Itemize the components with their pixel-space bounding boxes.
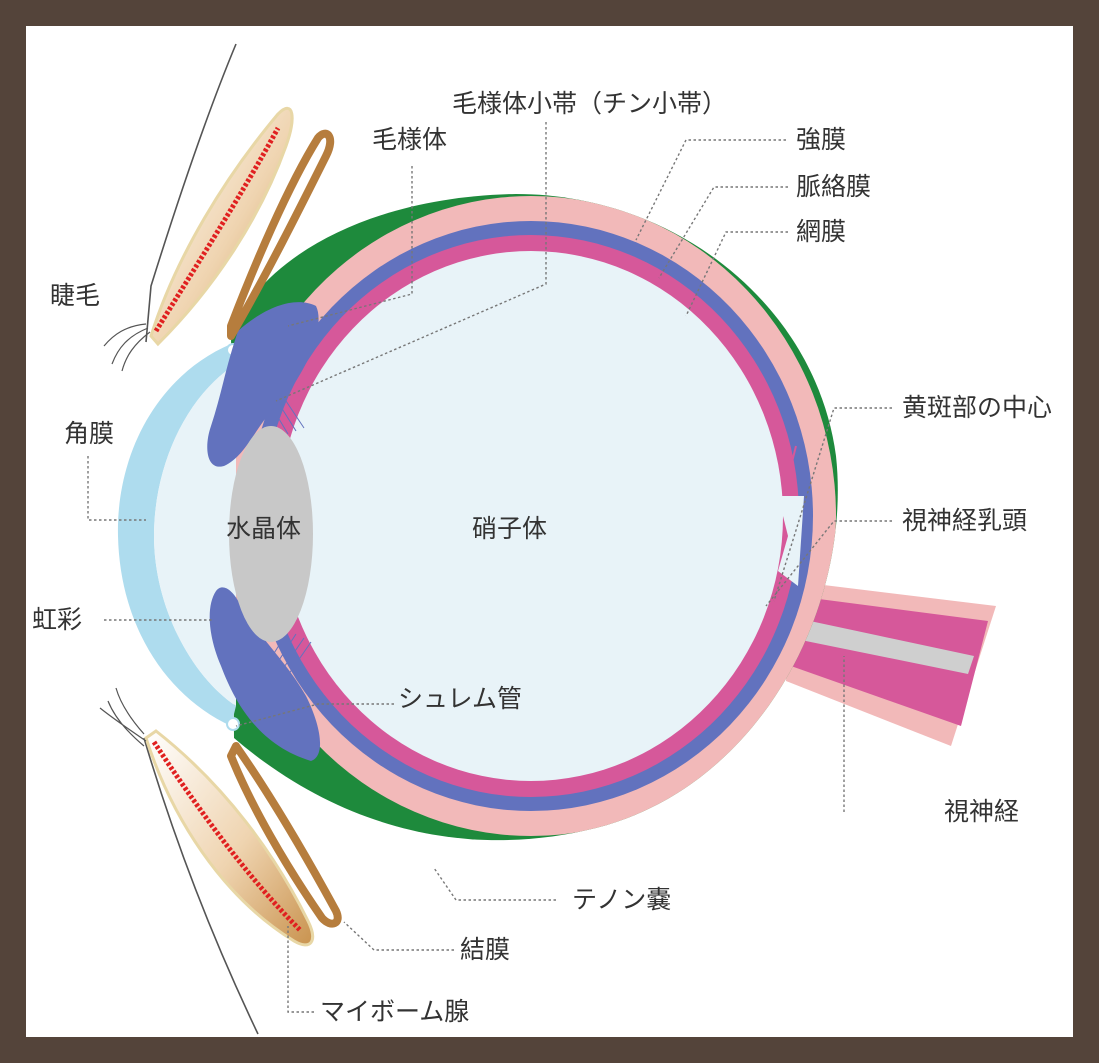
optic-nerve-shape <box>786 581 996 746</box>
label-cornea: 角膜 <box>64 419 115 448</box>
label-retina: 網膜 <box>796 217 847 246</box>
diagram-frame: 毛様体小帯（チン小帯） 毛様体 強膜 脈絡膜 網膜 睫毛 黄斑部の中心 角膜 水… <box>26 26 1073 1037</box>
schlemm-canal-dot-lower <box>226 717 240 731</box>
label-lens: 水晶体 <box>226 514 302 543</box>
ciliary-body-upper <box>207 302 319 467</box>
upper-meibomian-gland <box>153 126 281 333</box>
label-sclera: 強膜 <box>796 125 847 154</box>
lower-eyelid <box>99 687 342 947</box>
lens-shape <box>229 426 313 642</box>
zonule-fibers <box>257 388 312 682</box>
label-optic-disc: 視神経乳頭 <box>902 506 1028 535</box>
upper-eyelid <box>103 106 335 372</box>
label-macula-center: 黄斑部の中心 <box>902 393 1053 422</box>
lower-eyelid-outline <box>143 737 259 1035</box>
label-optic-nerve: 視神経 <box>944 797 1020 826</box>
eye-cross-section-diagram <box>87 43 996 1035</box>
label-ciliary-body: 毛様体 <box>372 125 448 154</box>
label-eyelash: 睫毛 <box>50 281 101 310</box>
upper-eyelid-outline <box>145 43 237 343</box>
label-meibomian-gland: マイボーム腺 <box>320 997 470 1026</box>
label-conjunctiva: 結膜 <box>460 935 511 964</box>
label-tenon-capsule: テノン嚢 <box>572 885 672 914</box>
label-vitreous: 硝子体 <box>472 514 548 543</box>
cornea-shape <box>117 344 236 726</box>
macula-notch <box>785 445 797 487</box>
label-schlemm-canal: シュレム管 <box>398 684 523 713</box>
optic-disc-notch <box>778 496 804 586</box>
label-iris: 虹彩 <box>32 605 83 634</box>
lower-meibomian-gland <box>151 740 303 933</box>
ciliary-body-lower <box>209 587 321 761</box>
leader-lines <box>87 122 892 1013</box>
label-zonule: 毛様体小帯（チン小帯） <box>452 89 728 118</box>
vitreous-body <box>279 251 783 781</box>
label-choroid: 脈絡膜 <box>796 172 872 201</box>
